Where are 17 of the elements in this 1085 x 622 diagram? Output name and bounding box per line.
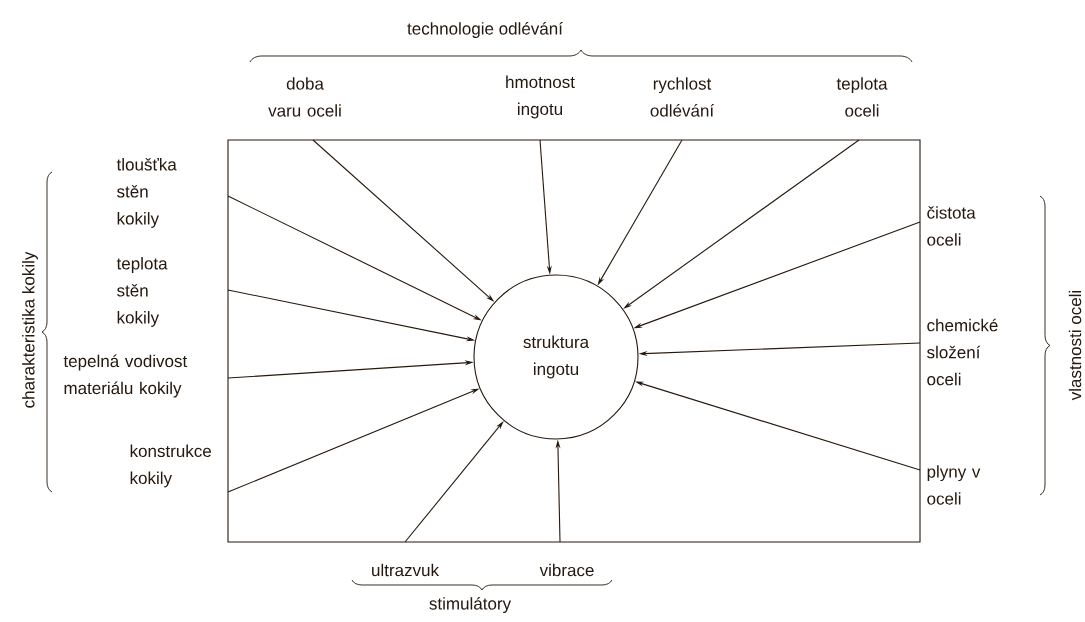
factor-label: doba varu oceli: [268, 77, 341, 117]
factor-label: konstrukce kokily: [130, 444, 211, 488]
factor-label: tepelná vodivost materiálu kokily: [63, 354, 188, 398]
factor-label: tloušťka stěn kokily: [116, 158, 177, 228]
group-label: stimulátory: [429, 597, 512, 613]
group-label: vlastnosti oceli: [1068, 290, 1082, 401]
factor-label: hmotnost ingotu: [506, 75, 575, 119]
factor-label: rychlost odlévání: [650, 77, 715, 117]
factor-label: teplota oceli: [836, 77, 888, 117]
factor-label: vibrace: [539, 563, 594, 577]
factor-label: teplota stěn kokily: [116, 257, 168, 327]
factor-label: ultrazvuk: [372, 563, 440, 577]
factor-label: čistota oceli: [927, 206, 976, 246]
factor-label: plyny v oceli: [927, 465, 981, 505]
group-label: charakteristika kokily: [22, 251, 38, 408]
group-label: technologie odlévání: [407, 22, 563, 38]
factor-label: chemické složení oceli: [927, 318, 998, 386]
